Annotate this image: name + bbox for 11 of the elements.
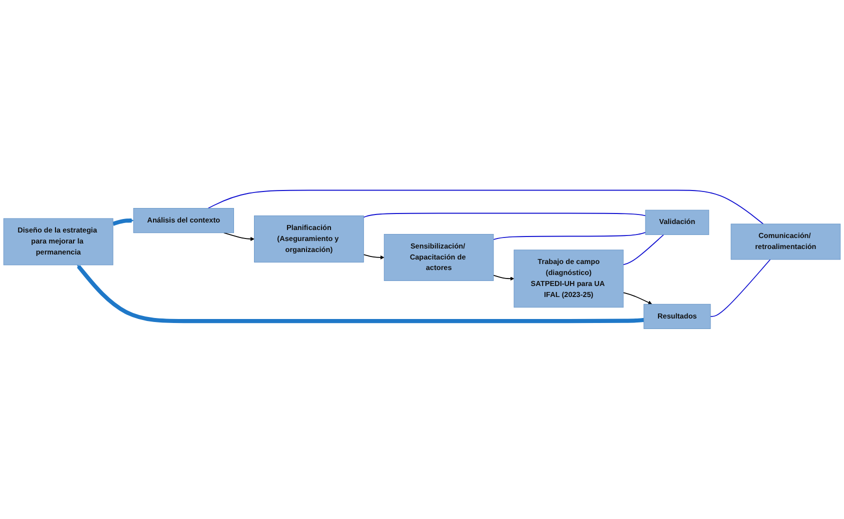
connector — [622, 234, 664, 266]
connector — [710, 259, 771, 317]
arrow — [223, 232, 254, 241]
arrow — [76, 264, 644, 324]
arrow — [363, 254, 384, 260]
arrow — [493, 274, 514, 281]
connector — [363, 212, 646, 218]
arrow — [622, 292, 652, 304]
arrow — [112, 218, 134, 226]
connector — [493, 232, 646, 240]
connector — [208, 190, 764, 224]
